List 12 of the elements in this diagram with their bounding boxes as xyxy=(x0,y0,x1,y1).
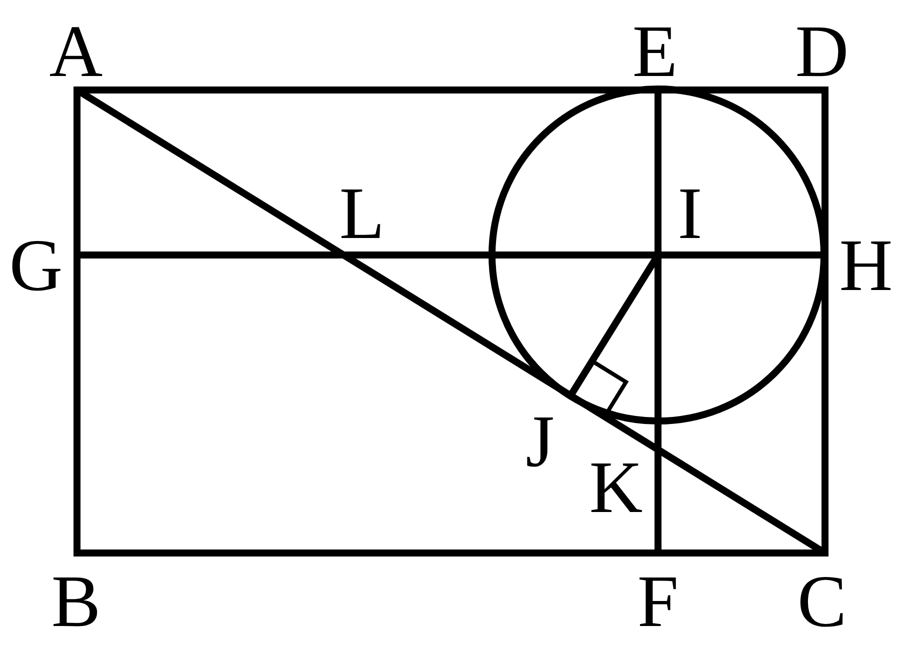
point-label: H xyxy=(839,229,893,303)
point-label: J xyxy=(526,405,554,479)
point-label: K xyxy=(589,451,643,525)
point-label: G xyxy=(9,229,63,303)
point-label: E xyxy=(632,15,678,89)
point-label: A xyxy=(49,15,103,89)
point-label: C xyxy=(797,565,847,639)
point-label: I xyxy=(678,177,702,251)
point-label: F xyxy=(637,565,679,639)
point-label: B xyxy=(51,565,101,639)
point-label: D xyxy=(795,15,849,89)
point-label: L xyxy=(339,177,385,251)
